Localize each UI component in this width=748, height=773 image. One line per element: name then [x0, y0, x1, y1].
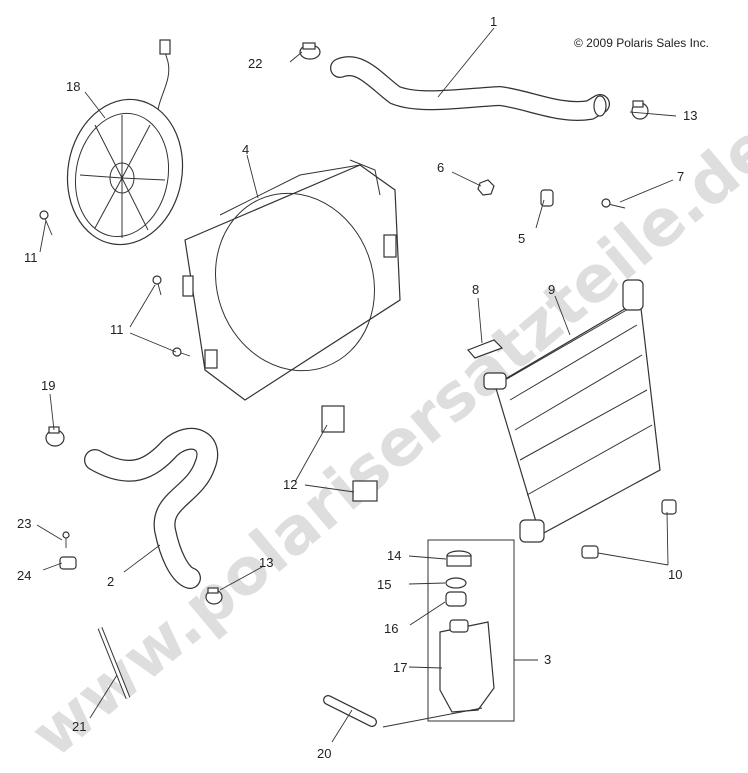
- callout-14: 14: [387, 548, 401, 563]
- grommet-bottom: [581, 545, 599, 559]
- callout-17: 17: [393, 660, 407, 675]
- callout-11-shroud: 11: [110, 322, 124, 337]
- callout-3: 3: [544, 652, 551, 667]
- bolt-shroud-bottom: [172, 347, 191, 357]
- callout-12: 12: [283, 477, 297, 492]
- hose-clamp-lower: [205, 587, 223, 605]
- callout-19: 19: [41, 378, 55, 393]
- callout-7: 7: [677, 169, 684, 184]
- lower-hose: [84, 427, 219, 589]
- callout-9: 9: [548, 282, 555, 297]
- bolt-left: [39, 210, 53, 236]
- hose-clamp-left: [45, 426, 65, 447]
- callout-6: 6: [437, 160, 444, 175]
- overflow-tube: [323, 695, 377, 727]
- bolt-shroud-top: [152, 275, 162, 296]
- grommet-top: [540, 189, 554, 207]
- callout-13-upper: 13: [683, 108, 697, 123]
- fan-shroud: [182, 159, 401, 401]
- hose-clamp-top: [299, 42, 321, 60]
- radiator: [483, 279, 661, 543]
- retainer-clip: [59, 556, 77, 570]
- callout-11-left: 11: [24, 250, 38, 265]
- callout-8: 8: [472, 282, 479, 297]
- callout-20: 20: [317, 746, 331, 761]
- callout-18: 18: [66, 79, 80, 94]
- reservoir-cap: [446, 550, 472, 567]
- callout-13-lower: 13: [259, 555, 273, 570]
- bolt-right: [601, 198, 626, 209]
- screw-small: [62, 531, 70, 548]
- filler-neck: [445, 591, 467, 607]
- radiator-mount: [466, 339, 504, 359]
- reservoir-group-box: [427, 539, 515, 722]
- callout-23: 23: [17, 516, 31, 531]
- copyright-text: © 2009 Polaris Sales Inc.: [574, 36, 709, 50]
- rubber-mount-lower: [352, 480, 378, 502]
- callout-1: 1: [490, 14, 497, 29]
- callout-10: 10: [668, 567, 682, 582]
- callout-16: 16: [384, 621, 398, 636]
- callout-24: 24: [17, 568, 31, 583]
- grommet-right: [661, 499, 677, 515]
- coolant-reservoir: [439, 619, 495, 713]
- cooling-fan: [66, 39, 184, 246]
- rubber-mount-upper: [321, 405, 345, 433]
- callout-2: 2: [107, 574, 114, 589]
- nut: [477, 179, 495, 196]
- callout-4: 4: [242, 142, 249, 157]
- upper-hose: [330, 56, 610, 121]
- callout-5: 5: [518, 231, 525, 246]
- callout-22: 22: [248, 56, 262, 71]
- cap-seal: [445, 577, 467, 589]
- callout-21: 21: [72, 719, 86, 734]
- hose-clamp-upper: [631, 100, 649, 120]
- tie-strap: [97, 627, 131, 699]
- callout-15: 15: [377, 577, 391, 592]
